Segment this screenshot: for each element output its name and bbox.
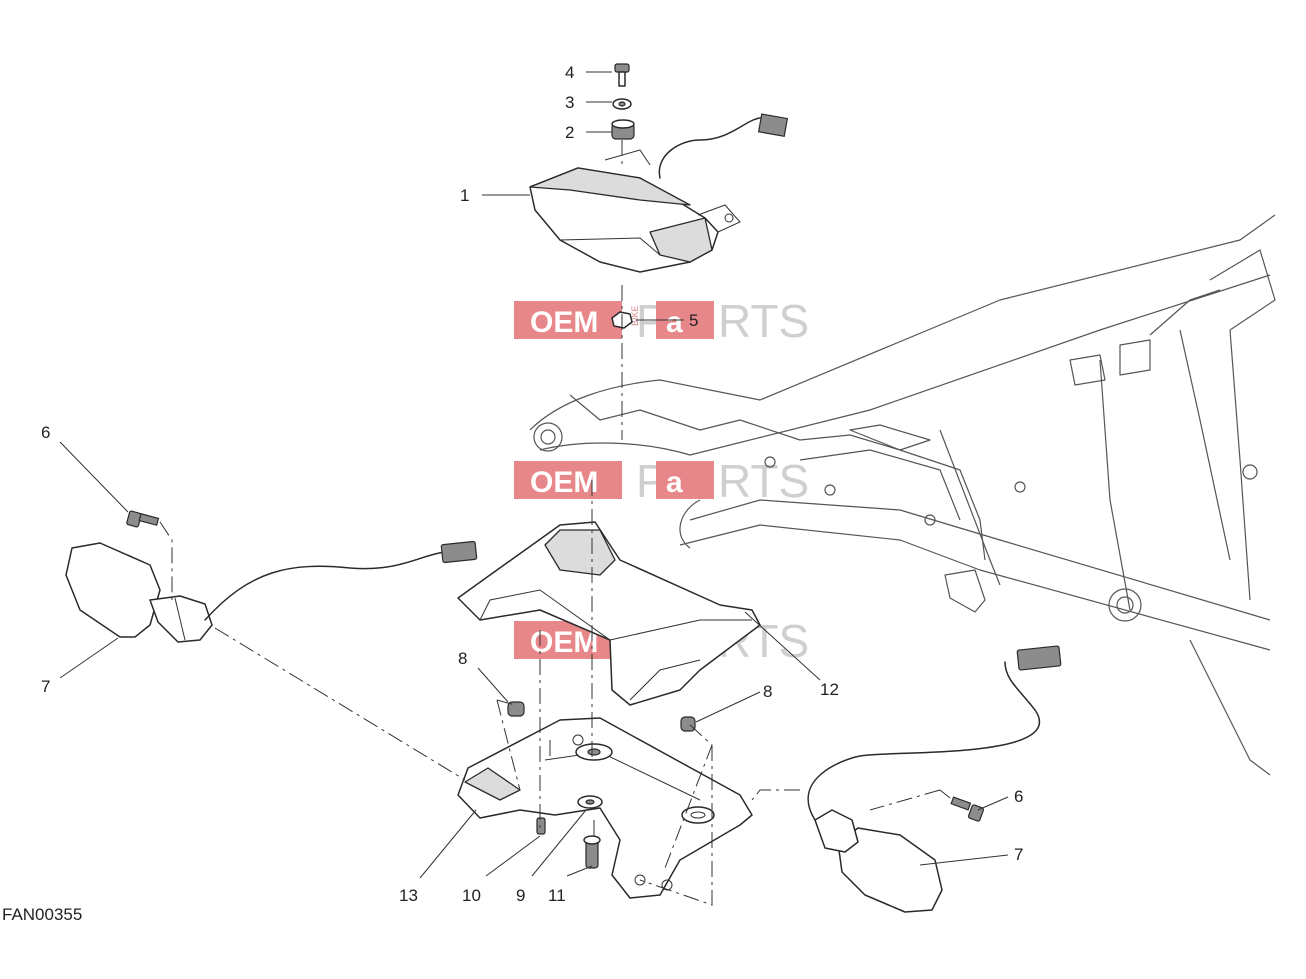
screw-4 — [614, 63, 630, 87]
callout-5: 5 — [689, 311, 698, 330]
svg-text:OEM: OEM — [530, 626, 598, 659]
callout-6-right: 6 — [1014, 787, 1023, 806]
washer-3 — [612, 98, 632, 110]
svg-text:a: a — [666, 466, 683, 499]
svg-text:RTS: RTS — [718, 455, 809, 507]
tail-light-assembly — [529, 113, 789, 273]
screw-6-right — [950, 796, 985, 822]
callout-11: 11 — [548, 886, 566, 905]
svg-text:OEM: OEM — [530, 306, 598, 339]
callout-13: 13 — [399, 886, 418, 905]
callout-2: 2 — [565, 123, 574, 142]
svg-text:OEM: OEM — [530, 466, 598, 499]
nut-8-right — [680, 716, 696, 732]
plate-holder-bracket — [457, 521, 761, 706]
axis-line-left-signal — [159, 521, 466, 781]
turn-signal-right — [807, 645, 1062, 913]
turn-signal-left — [65, 540, 478, 643]
watermark-top: OEM BIKE P a RTS — [514, 295, 809, 347]
svg-text:BIKE: BIKE — [630, 305, 640, 326]
callout-6-left: 6 — [41, 423, 50, 442]
callout-7-left: 7 — [41, 677, 50, 696]
axis-line-right-signal — [751, 789, 951, 811]
callout-12: 12 — [820, 680, 839, 699]
nut-8-left — [507, 701, 525, 717]
callout-8-right: 8 — [763, 682, 772, 701]
watermark-middle: OEM P a RTS — [514, 455, 809, 507]
screw-6-left — [126, 510, 160, 528]
callout-1: 1 — [460, 186, 469, 205]
lower-support-plate — [457, 717, 753, 899]
washer-9 — [577, 795, 603, 809]
bolt-11 — [583, 835, 601, 869]
callout-labels: 1 2 3 4 5 6 6 7 7 8 8 9 10 11 12 13 — [41, 63, 1023, 905]
screw-10 — [536, 817, 546, 835]
rear-subframe — [529, 214, 1276, 776]
callout-7-right: 7 — [1014, 845, 1023, 864]
callout-10: 10 — [462, 886, 481, 905]
diagram-code: FAN00355 — [2, 905, 82, 924]
axis-lines-lower — [496, 480, 713, 906]
callout-3: 3 — [565, 93, 574, 112]
grommet-2 — [611, 119, 635, 140]
svg-text:a: a — [666, 306, 683, 339]
leader-lines — [59, 71, 1009, 879]
callout-4: 4 — [565, 63, 574, 82]
callout-9: 9 — [516, 886, 525, 905]
svg-text:RTS: RTS — [718, 295, 809, 347]
callout-8-left: 8 — [458, 649, 467, 668]
